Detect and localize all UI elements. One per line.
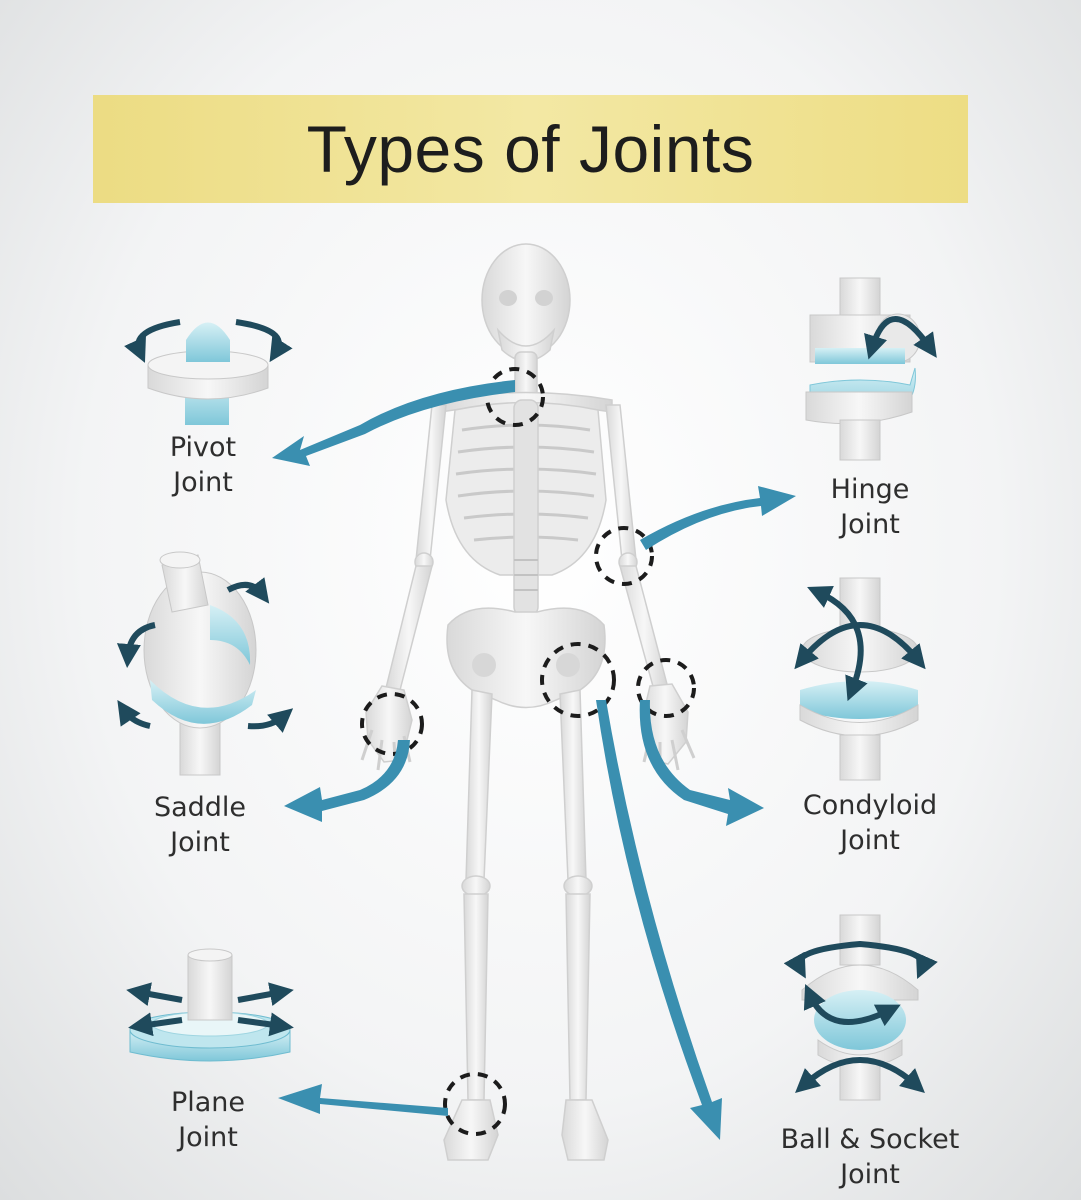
right-femur [560,690,586,880]
plane-joint-label: Plane Joint [148,1085,268,1155]
ball-socket-joint-label: Ball & Socket Joint [755,1122,985,1192]
condyloid-joint-icon [800,578,918,780]
hinge-pointer-arrow [640,486,796,550]
left-femur [466,690,492,880]
right-foot [562,1100,608,1160]
right-tibia [566,894,590,1100]
ball-socket-joint-icon [799,915,923,1100]
pivot-joint-icon [138,322,279,425]
left-tibia [464,894,488,1100]
left-humerus [416,405,446,560]
saddle-joint-icon [124,552,284,775]
pelvis [447,608,605,707]
hinge-joint-label: Hinge Joint [810,472,930,542]
skull [482,244,570,356]
hinge-joint-icon [806,278,930,460]
left-forearm [386,566,432,690]
condyloid-joint-label: Condyloid Joint [780,788,960,858]
pivot-joint-label: Pivot Joint [148,430,258,500]
left-foot [444,1100,498,1160]
lumbar-spine [514,400,538,615]
saddle-joint-label: Saddle Joint [135,790,265,860]
right-humerus [606,405,636,560]
plane-joint-icon [130,949,290,1061]
plane-pointer-arrow [278,1084,448,1116]
